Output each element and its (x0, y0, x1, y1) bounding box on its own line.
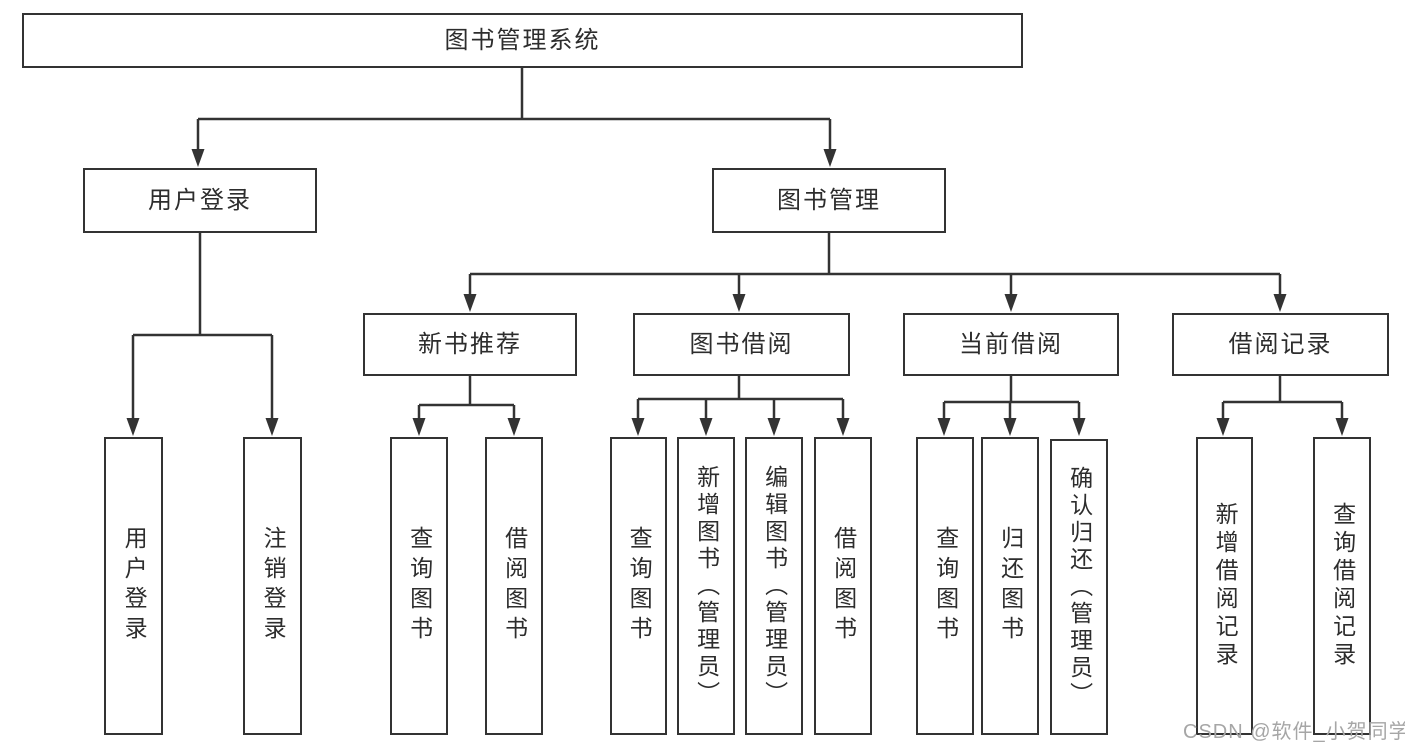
node-leaf-bb-add-books-admin: 新增图书（管理员） (677, 437, 735, 735)
node-current-borrow: 当前借阅 (903, 313, 1119, 376)
node-label: 查询借阅记录 (1329, 502, 1356, 670)
node-book-management-branch: 图书管理 (712, 168, 946, 233)
node-label: 查询图书 (406, 526, 433, 646)
node-leaf-user-login: 用户登录 (104, 437, 163, 735)
node-label: 借阅记录 (1228, 330, 1333, 358)
node-label: 注销登录 (260, 526, 287, 646)
node-label: 图书管理系统 (444, 26, 601, 54)
node-leaf-bb-borrow-books: 借阅图书 (814, 437, 872, 735)
watermark: CSDN @软件_小贺同学 (1183, 721, 1405, 743)
node-label: 图书借阅 (689, 330, 794, 358)
node-label: 当前借阅 (959, 330, 1063, 358)
node-borrow-record: 借阅记录 (1172, 313, 1389, 376)
node-leaf-br-query-record: 查询借阅记录 (1313, 437, 1371, 735)
node-user-login-branch: 用户登录 (83, 168, 317, 233)
node-book-borrow: 图书借阅 (633, 313, 850, 376)
node-root-library-management-system: 图书管理系统 (22, 13, 1023, 68)
node-leaf-cb-return-books: 归还图书 (981, 437, 1039, 735)
node-label: 归还图书 (997, 526, 1024, 646)
node-label: 借阅图书 (830, 526, 857, 646)
node-label: 查询图书 (932, 526, 959, 646)
node-label: 用户登录 (148, 186, 252, 214)
node-leaf-bb-query-books: 查询图书 (610, 437, 667, 735)
node-label: 新增图书（管理员） (693, 464, 720, 708)
node-leaf-cb-confirm-return-admin: 确认归还（管理员） (1050, 439, 1108, 735)
node-leaf-logout: 注销登录 (243, 437, 302, 735)
node-label: 新增借阅记录 (1212, 502, 1239, 670)
node-label: 借阅图书 (501, 526, 528, 646)
node-label: 编辑图书（管理员） (761, 464, 788, 708)
node-new-book-recommend: 新书推荐 (363, 313, 577, 376)
node-label: 查询图书 (626, 526, 653, 646)
node-leaf-br-add-record: 新增借阅记录 (1196, 437, 1253, 735)
node-leaf-nbr-query-books: 查询图书 (390, 437, 448, 735)
node-leaf-bb-edit-books-admin: 编辑图书（管理员） (745, 437, 803, 735)
node-label: 确认归还（管理员） (1066, 465, 1093, 709)
node-label: 新书推荐 (418, 330, 522, 358)
node-leaf-nbr-borrow-books: 借阅图书 (485, 437, 543, 735)
arrowheads (126, 149, 1349, 436)
node-label: 用户登录 (121, 526, 148, 646)
node-leaf-cb-query-books: 查询图书 (916, 437, 974, 735)
node-label: 图书管理 (777, 186, 881, 214)
